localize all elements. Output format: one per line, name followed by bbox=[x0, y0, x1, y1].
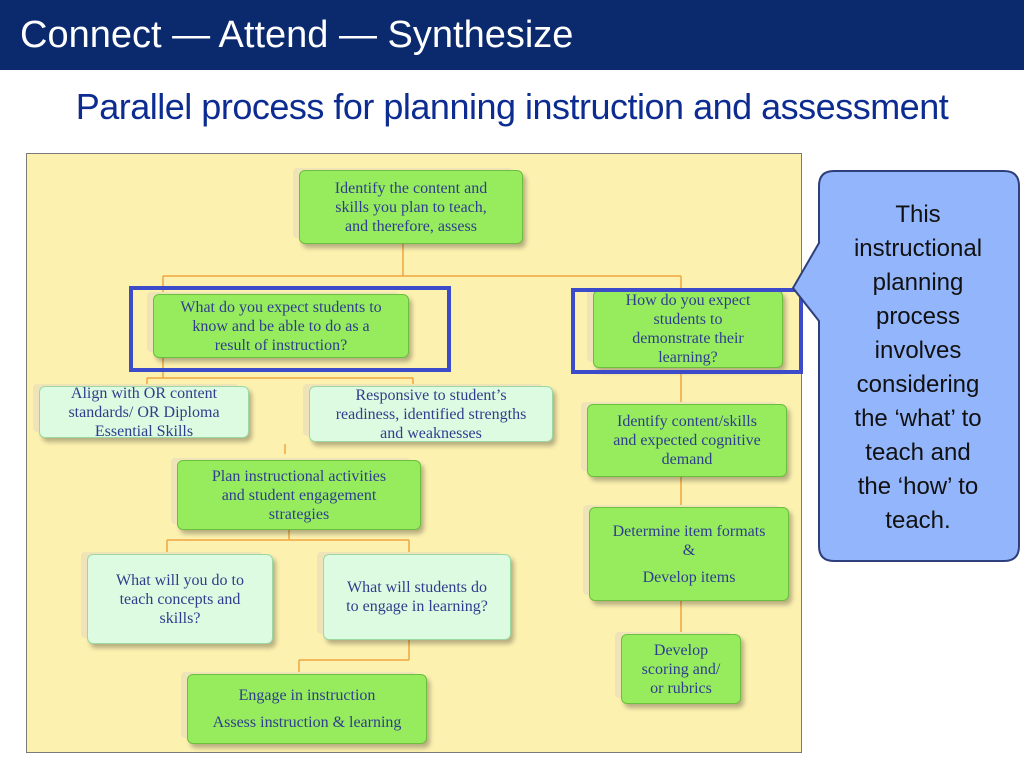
node-line: What will students do bbox=[347, 579, 487, 596]
node-line: What will you do to bbox=[116, 571, 244, 589]
node-line: skills you plan to teach, bbox=[335, 198, 487, 216]
node-line: result of instruction? bbox=[214, 336, 348, 354]
callout-line: involves bbox=[874, 337, 962, 364]
node-line: learning? bbox=[658, 349, 718, 366]
connector-top-split bbox=[162, 244, 682, 292]
node-develop-scoring: Develop scoring and/ or rubrics bbox=[621, 634, 741, 704]
connector-plan-split bbox=[166, 530, 410, 554]
node-line: Align with OR content bbox=[70, 384, 218, 402]
node-engage-instruction: Engage in instruction Assess instruction… bbox=[187, 674, 427, 744]
highlight-box-how bbox=[571, 288, 803, 374]
node-line: or rubrics bbox=[650, 679, 712, 697]
node-line: and expected cognitive bbox=[613, 432, 761, 449]
node-line: Develop items bbox=[642, 568, 736, 586]
node-line: Identify content/skills bbox=[617, 413, 757, 430]
header-bar: Connect — Attend — Synthesize bbox=[0, 0, 1024, 70]
callout-bubble bbox=[791, 170, 1020, 562]
callout-line: the ‘how’ to bbox=[857, 473, 979, 500]
node-line: to engage in learning? bbox=[346, 598, 488, 615]
callout-line: the ‘what’ to bbox=[854, 405, 982, 432]
node-line: Develop bbox=[653, 641, 709, 659]
callout-line: teach. bbox=[885, 507, 951, 534]
callout-text: This instructional planning process invo… bbox=[818, 198, 1018, 538]
highlight-box-what bbox=[129, 286, 451, 372]
node-line: & bbox=[682, 541, 696, 559]
node-what-will-students-do: What will students do to engage in learn… bbox=[323, 554, 511, 640]
callout-line: considering bbox=[856, 371, 980, 398]
node-line: know and be able to do as a bbox=[192, 317, 370, 335]
node-line: How do you expect bbox=[625, 292, 751, 309]
connector-to-engage bbox=[298, 640, 410, 672]
node-line: and weaknesses bbox=[380, 424, 482, 442]
node-determine-formats: Determine item formats & Develop items bbox=[589, 507, 789, 601]
node-how-demonstrate: How do you expect students to demonstrat… bbox=[593, 290, 783, 368]
node-line: Assess instruction & learning bbox=[212, 714, 402, 731]
node-responsive: Responsive to student’s readiness, ident… bbox=[309, 386, 553, 442]
slide-title: Connect — Attend — Synthesize bbox=[20, 14, 574, 56]
callout-shape bbox=[791, 170, 1020, 562]
diagram-panel: Identify the content and skills you plan… bbox=[26, 153, 803, 753]
node-identify-content: Identify the content and skills you plan… bbox=[299, 170, 523, 244]
node-line: scoring and/ bbox=[641, 660, 721, 678]
node-line: demand bbox=[661, 451, 713, 468]
node-identify-cognitive: Identify content/skills and expected cog… bbox=[587, 404, 787, 477]
node-line: and student engagement bbox=[221, 486, 377, 504]
node-line: students to bbox=[653, 311, 723, 328]
node-line: skills? bbox=[159, 609, 201, 627]
node-line: readiness, identified strengths bbox=[335, 405, 527, 423]
node-line: strategies bbox=[268, 505, 330, 523]
node-line: and therefore, assess bbox=[345, 217, 477, 235]
node-line: Determine item formats bbox=[612, 522, 766, 540]
node-line: Identify the content and bbox=[334, 179, 488, 197]
node-line: What do you expect students to bbox=[180, 298, 382, 316]
callout-line: This bbox=[895, 201, 941, 228]
node-line: demonstrate their bbox=[632, 330, 744, 347]
node-align-standards: Align with OR content standards/ OR Dipl… bbox=[39, 384, 249, 440]
node-line: standards/ OR Diploma bbox=[68, 403, 220, 421]
node-what-expect: What do you expect students to know and … bbox=[153, 294, 409, 358]
node-line: Responsive to student’s bbox=[355, 386, 507, 404]
node-line: Engage in instruction bbox=[238, 687, 376, 704]
callout-line: process bbox=[875, 303, 961, 330]
callout-line: teach and bbox=[865, 439, 971, 466]
callout-line: planning bbox=[872, 269, 964, 296]
node-what-will-you-do: What will you do to teach concepts and s… bbox=[87, 554, 273, 644]
callout-line: instructional bbox=[853, 235, 983, 262]
node-line: Essential Skills bbox=[94, 422, 194, 440]
node-plan-activities: Plan instructional activities and studen… bbox=[177, 460, 421, 530]
node-line: Plan instructional activities bbox=[211, 467, 387, 485]
slide-subtitle: Parallel process for planning instructio… bbox=[75, 86, 949, 127]
node-line: teach concepts and bbox=[119, 590, 241, 608]
